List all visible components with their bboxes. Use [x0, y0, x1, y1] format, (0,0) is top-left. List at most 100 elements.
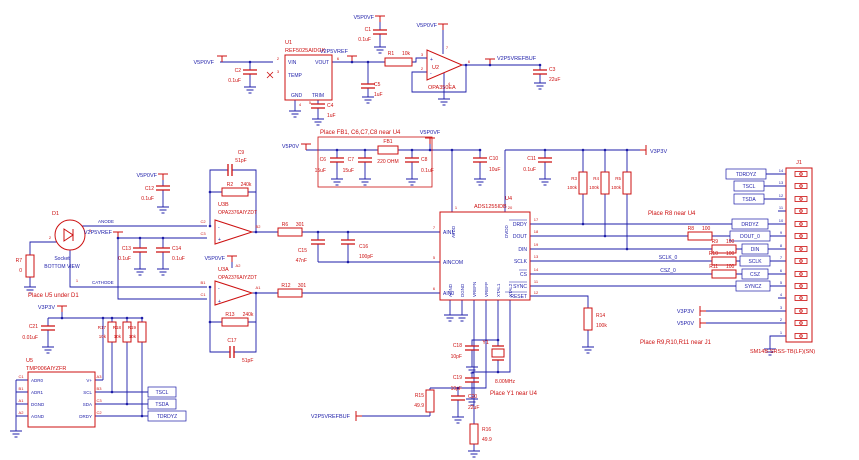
- r17-ref: R17: [98, 325, 107, 330]
- wire-u5-section: [15, 312, 148, 428]
- net-v5p0vf-c1: V5P0VF: [354, 15, 375, 21]
- u5-ball-a3: A3: [97, 374, 103, 379]
- u4-ref: U4: [505, 196, 512, 202]
- power-flag-icon: [300, 143, 312, 151]
- ground-icon: [361, 93, 375, 104]
- power-flag-icon: [699, 317, 707, 329]
- netlabel-drdyz: DRDYZ: [731, 218, 769, 230]
- j1-pad-7: [794, 258, 808, 264]
- c21-val: 0.01uF: [22, 335, 38, 341]
- r9-val: 100: [726, 239, 735, 245]
- c16-ref: C16: [359, 244, 368, 250]
- d1-ref: D1: [52, 211, 59, 217]
- u2-num-6: 6: [468, 59, 471, 64]
- j1-num-12: 12: [779, 193, 784, 198]
- r9-ref: R9: [712, 239, 719, 245]
- c13-ref: C13: [122, 246, 131, 252]
- c14-val: 0.1uF: [172, 256, 185, 262]
- r5-ref: R5: [615, 176, 621, 181]
- ground-icon: [243, 83, 257, 94]
- u3a-opamp-symbol: [214, 280, 254, 306]
- note-y1: Place Y1 near U4: [490, 391, 538, 397]
- y1-val: 8.00MHz: [495, 379, 516, 385]
- u5-ball-c2: C2: [96, 410, 102, 415]
- fb1-val: 220 OHM: [377, 159, 398, 165]
- u4-pin-avdd: AVDD: [451, 225, 456, 238]
- ground-icon: [156, 265, 170, 276]
- r2-val: 240k: [241, 182, 252, 188]
- ground-icon: [373, 43, 387, 54]
- r15-val: 49.9: [414, 403, 424, 409]
- j1-body: [785, 167, 813, 343]
- resistor-r4: [600, 171, 610, 195]
- c11-ref: C11: [527, 156, 536, 162]
- c5-ref: C5: [374, 82, 381, 88]
- resistor-r14: [583, 307, 593, 331]
- u5-ball-a2: A2: [19, 410, 25, 415]
- u1-num-3: 3: [277, 69, 280, 74]
- u3a-ref: U3A: [218, 267, 229, 273]
- netlabel-syncz: SYNCZ: [735, 280, 771, 292]
- c7-ref: C7: [348, 157, 355, 163]
- u3a-ball-a1: A1: [256, 285, 262, 290]
- u4-pin-reset: RESET: [510, 294, 527, 300]
- u4-pin-drdy: DRDY: [513, 222, 528, 228]
- c17-ref: C17: [227, 338, 236, 344]
- u4-pin-ain0: AIN0: [443, 291, 454, 297]
- power-flag-icon: [424, 137, 436, 145]
- u4-num-11: 11: [534, 279, 539, 284]
- placement-annotation-box: [317, 136, 433, 188]
- u4-num-12: 12: [534, 290, 539, 295]
- net-v2p5vrefbuf-r15: V2P5VREFBUF: [311, 414, 351, 420]
- nc-x-icon: [266, 71, 274, 79]
- r13-ref: R13: [225, 312, 234, 318]
- u1-pin-temp: TEMP: [288, 73, 303, 79]
- u1-pin-vin: VIN: [288, 60, 297, 66]
- u3b-part: OPA2376AIYZDT: [218, 210, 257, 216]
- u4-num-7: 7: [433, 225, 436, 230]
- j1-num-14: 14: [779, 168, 784, 173]
- j1-num-13: 13: [779, 180, 784, 185]
- j1-pad-10: [794, 221, 808, 227]
- note-r8: Place R8 near U4: [648, 211, 696, 217]
- u5-ball-c1: C1: [18, 374, 24, 379]
- ground-icon: [41, 343, 55, 354]
- netlabel-tsda-u5: TSDA: [147, 398, 177, 410]
- ground-icon: [288, 107, 302, 118]
- u3b-ball-c3: C3: [200, 231, 206, 236]
- c14-ref: C14: [172, 246, 181, 252]
- r8-val: 100: [702, 226, 711, 232]
- wires: [15, 22, 786, 448]
- u2-num-2: 2: [421, 66, 424, 71]
- c10-ref: C10: [489, 156, 498, 162]
- ground-icon: [358, 175, 372, 186]
- c4-ref: C4: [327, 103, 334, 109]
- d1-photodiode-body: [54, 219, 86, 251]
- netlabel-tsda-j1: TSDA: [733, 193, 765, 205]
- u3b-plus: +: [218, 237, 221, 243]
- resistor-r12: [277, 288, 303, 298]
- ground-icon: [156, 203, 170, 214]
- u3b-opamp-symbol: [214, 219, 254, 245]
- j1-pad-4: [794, 295, 808, 301]
- d1-socket: Socket: [54, 256, 70, 262]
- r8-ref: R8: [688, 226, 695, 232]
- c18-val: 10pF: [451, 354, 462, 360]
- j1-pad-13: [794, 183, 808, 189]
- ground-icon: [533, 79, 547, 90]
- r1-ref: R1: [388, 51, 395, 57]
- junction-dots: [60, 60, 629, 418]
- j1-num-5: 5: [780, 280, 783, 285]
- u3a-part: OPA2376AIYZDT: [218, 275, 257, 281]
- c16-val: 100pF: [359, 254, 373, 260]
- u4-pin-agnd: AGND: [448, 283, 453, 297]
- netlabel-din: DIN: [741, 243, 769, 255]
- u5-body: [27, 371, 96, 428]
- u1-num-2: 2: [277, 56, 280, 61]
- u4-pin-dvdd: DVDD: [504, 224, 509, 238]
- u2-num-7: 7: [446, 45, 449, 50]
- net-v5p0v-fb: V5P0V: [282, 144, 299, 150]
- power-flag-icon: [226, 255, 238, 263]
- net-v3p3v-u5: V3P3V: [38, 305, 55, 311]
- u4-pin-aincom: AINCOM: [443, 260, 463, 266]
